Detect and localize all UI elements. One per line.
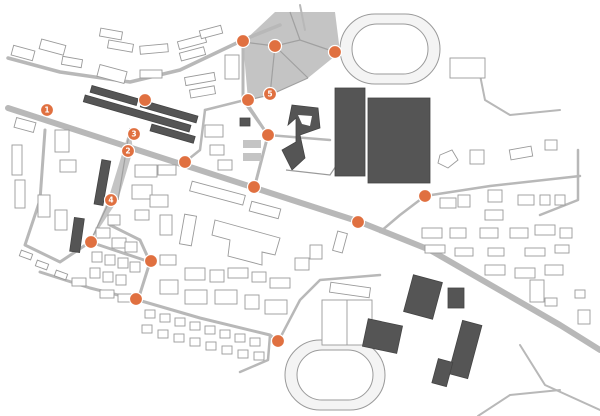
- map-marker[interactable]: [240, 92, 256, 108]
- map-marker[interactable]: [327, 44, 343, 60]
- map-marker-3[interactable]: 3: [126, 126, 142, 142]
- map-marker[interactable]: [260, 127, 276, 143]
- highlight-zone-west[interactable]: [90, 128, 133, 242]
- running-track-south[interactable]: [284, 339, 386, 411]
- grey-block: [243, 153, 261, 161]
- marker-label: 4: [108, 196, 113, 205]
- map-marker[interactable]: [246, 179, 262, 195]
- map-marker[interactable]: [267, 38, 283, 54]
- grey-block: [243, 140, 261, 148]
- sports-courts[interactable]: [321, 299, 373, 346]
- map-marker-5[interactable]: 5: [262, 86, 278, 102]
- location-markers: 1 2 3 4 5: [39, 33, 433, 307]
- map-marker[interactable]: [83, 234, 99, 250]
- main-building-a[interactable]: [403, 274, 443, 320]
- dark-buildings: [69, 85, 483, 388]
- map-marker-2[interactable]: 2: [120, 143, 136, 159]
- running-track-north[interactable]: [339, 13, 441, 85]
- sports-hall-medium[interactable]: [334, 87, 366, 177]
- highlight-zones: [90, 12, 340, 242]
- map-marker-4[interactable]: 4: [103, 192, 119, 208]
- highlight-zone-north[interactable]: [243, 12, 340, 100]
- highlight-zone-paths: [89, 11, 336, 243]
- map-marker[interactable]: [235, 33, 251, 49]
- marker-label: 2: [125, 147, 130, 156]
- marker-label: 1: [44, 106, 49, 115]
- marker-label: 3: [131, 130, 136, 139]
- winding-track-inner: [298, 115, 312, 126]
- map-marker[interactable]: [128, 291, 144, 307]
- map-marker[interactable]: [177, 154, 193, 170]
- sports-hall-large[interactable]: [367, 97, 431, 184]
- light-buildings: [10, 24, 591, 361]
- map-marker[interactable]: [350, 214, 366, 230]
- map-marker[interactable]: [417, 188, 433, 204]
- marker-label: 5: [267, 90, 272, 99]
- map-marker[interactable]: [137, 92, 153, 108]
- map-marker[interactable]: [143, 253, 159, 269]
- map-marker-1[interactable]: 1: [39, 102, 55, 118]
